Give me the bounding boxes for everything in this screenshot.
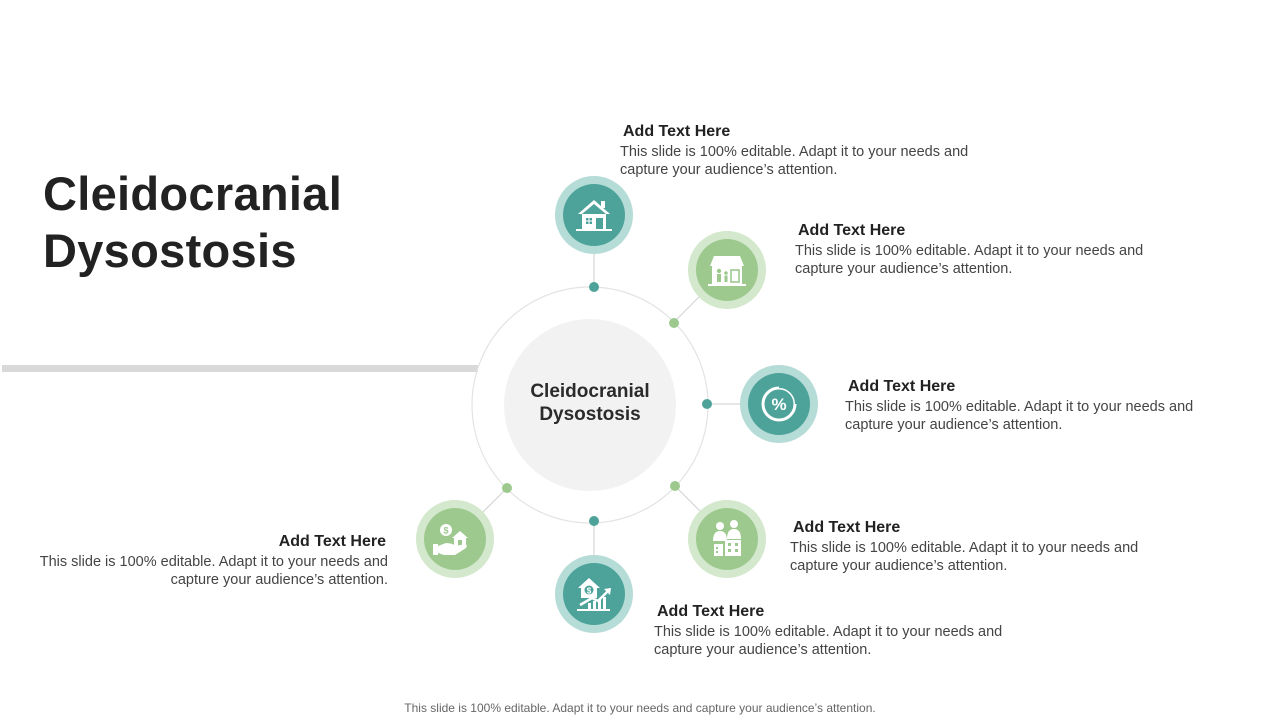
item-heading: Add Text Here (657, 603, 765, 620)
item-body: This slide is 100% editable. Adapt it to… (654, 624, 1003, 658)
hub-circle (504, 319, 676, 491)
connector-6 (481, 487, 508, 514)
title-divider (2, 365, 478, 372)
money-hand-icon: $ (433, 524, 468, 555)
family-home-icon (708, 256, 746, 286)
connector-4 (674, 485, 701, 512)
item-body: This slide is 100% editable. Adapt it to… (845, 399, 1194, 433)
text-item-6: Add Text Here This slide is 100% editabl… (18, 532, 388, 589)
ring-dot-5 (589, 516, 599, 526)
item-heading: Add Text Here (278, 533, 386, 550)
item-heading: Add Text Here (793, 519, 901, 536)
item-heading: Add Text Here (798, 222, 906, 239)
item-body: This slide is 100% editable. Adapt it to… (39, 554, 388, 588)
svg-text:%: % (771, 395, 786, 414)
footer-note: This slide is 100% editable. Adapt it to… (404, 701, 876, 715)
text-item-4: Add Text Here This slide is 100% editabl… (790, 518, 1160, 575)
text-item-2: Add Text Here This slide is 100% editabl… (795, 221, 1165, 278)
item-heading: Add Text Here (623, 123, 731, 140)
ring-dot-3 (702, 399, 712, 409)
item-body: This slide is 100% editable. Adapt it to… (795, 243, 1144, 277)
text-item-1: Add Text Here This slide is 100% editabl… (620, 122, 990, 179)
node-3 (740, 365, 818, 443)
title-line-2: Dysostosis (43, 224, 297, 277)
text-item-5: Add Text Here This slide is 100% editabl… (654, 602, 1024, 659)
svg-text:$: $ (587, 587, 592, 596)
connector-2 (673, 296, 700, 323)
ring-dot-4 (670, 481, 680, 491)
item-body: This slide is 100% editable. Adapt it to… (620, 144, 969, 178)
ring-dot-6 (502, 483, 512, 493)
percent-icon: % (761, 384, 799, 422)
item-body: This slide is 100% editable. Adapt it to… (790, 540, 1139, 574)
svg-text:$: $ (443, 526, 448, 536)
text-item-3: Add Text Here This slide is 100% editabl… (845, 377, 1215, 434)
house-growth-icon: $ (577, 578, 611, 611)
hub-line-1: Cleidocranial (530, 381, 650, 402)
title-line-1: Cleidocranial (43, 167, 343, 220)
item-heading: Add Text Here (848, 378, 956, 395)
hub-line-2: Dysostosis (539, 404, 641, 425)
house-icon (576, 200, 612, 231)
page-title: Cleidocranial Dysostosis (43, 165, 342, 279)
ring-dot-2 (669, 318, 679, 328)
people-building-icon (713, 520, 741, 556)
ring-dot-1 (589, 282, 599, 292)
hub-label: Cleidocranial Dysostosis (505, 380, 675, 426)
